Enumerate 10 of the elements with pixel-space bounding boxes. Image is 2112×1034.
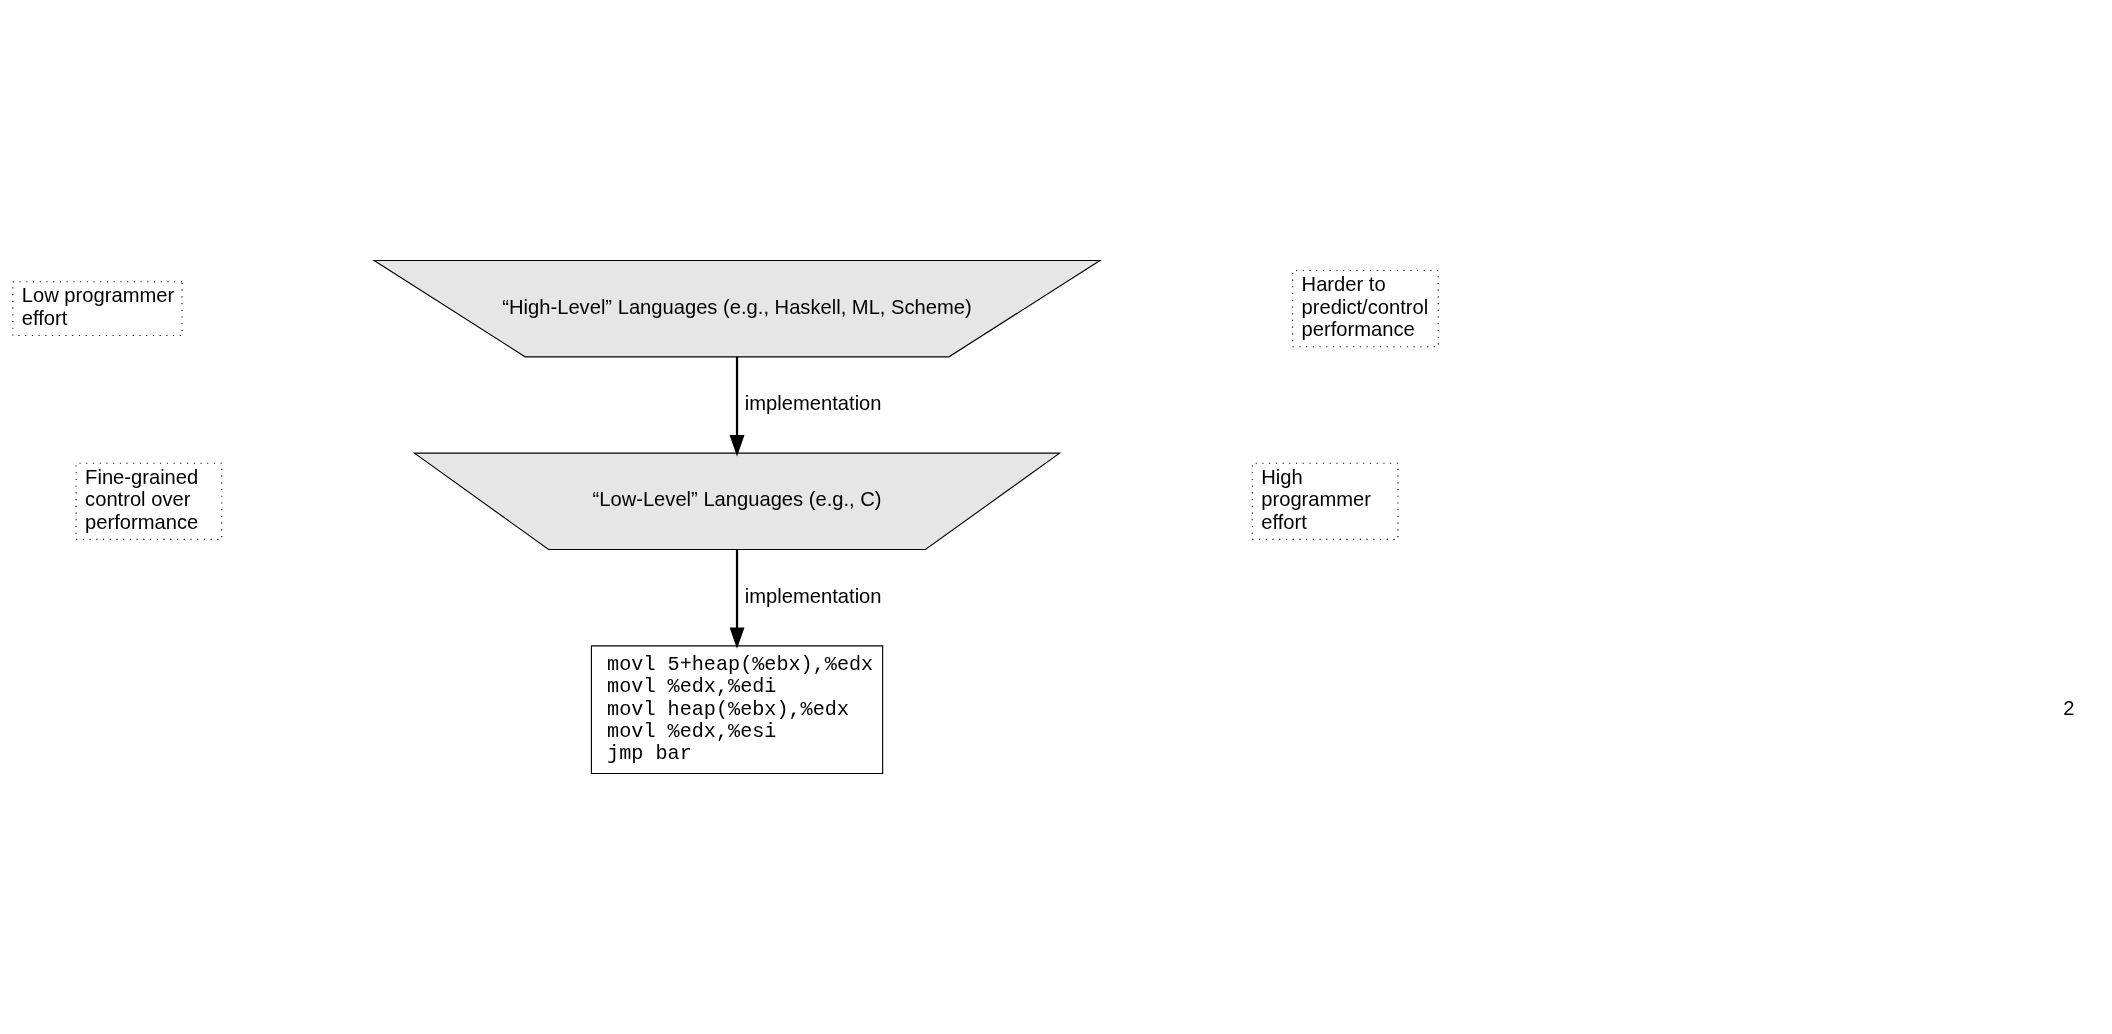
node-box: Harder to predict/control performance xyxy=(1292,270,1439,348)
arrow xyxy=(729,549,745,649)
arrow xyxy=(729,356,745,457)
edge-label: implementation xyxy=(744,391,882,414)
node-box: Fine-grained control over performance xyxy=(75,462,223,540)
node-box: Low programmer effort xyxy=(12,281,183,337)
node-box: movl 5+heap(%ebx),%edx movl %edx,%edi movl heap(%ebx),%edx movl %edx,%esi jmp bar xyxy=(590,645,884,775)
label: 2 xyxy=(2063,696,2075,719)
node-box: High programmer effort xyxy=(1251,462,1399,540)
edge-label: implementation xyxy=(744,584,882,607)
